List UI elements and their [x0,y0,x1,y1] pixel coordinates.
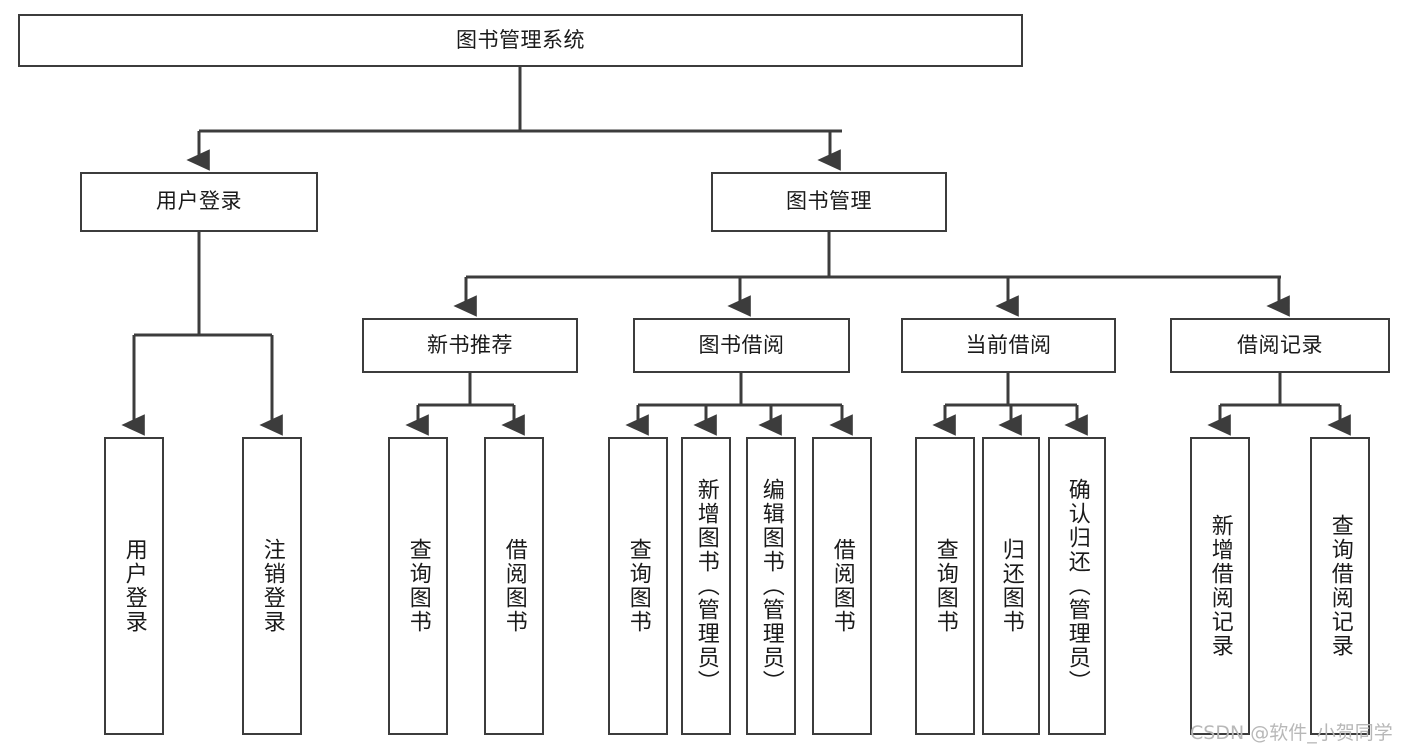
leaf-user-logout-label: 注销登录 [259,538,285,634]
leaf-query-book-rec-label: 查询图书 [405,538,431,634]
leaf-return-book-label: 归还图书 [998,538,1024,634]
leaf-edit-book[interactable]: 编辑图书（管理员） [746,437,796,735]
node-book-management[interactable]: 图书管理 [711,172,947,232]
leaf-user-login[interactable]: 用户登录 [104,437,164,735]
node-current-borrow[interactable]: 当前借阅 [901,318,1116,373]
leaf-confirm-return-label: 确认归还（管理员） [1064,478,1090,694]
node-borrow-record-label: 借阅记录 [1237,332,1323,357]
node-current-borrow-label: 当前借阅 [965,332,1052,357]
leaf-user-login-label: 用户登录 [121,538,147,634]
leaf-add-borrow-record-label: 新增借阅记录 [1207,514,1233,658]
leaf-borrow-book-label: 借阅图书 [829,538,855,634]
leaf-query-book-borrow[interactable]: 查询图书 [608,437,668,735]
leaf-add-book-label: 新增图书（管理员） [693,478,719,694]
leaf-user-logout[interactable]: 注销登录 [242,437,302,735]
node-root-label: 图书管理系统 [456,27,585,52]
leaf-query-book-rec[interactable]: 查询图书 [388,437,448,735]
node-new-book-recommend[interactable]: 新书推荐 [362,318,578,373]
leaf-query-borrow-record-label: 查询借阅记录 [1327,514,1353,658]
leaf-return-book[interactable]: 归还图书 [982,437,1040,735]
node-book-borrow-label: 图书借阅 [698,332,785,357]
leaf-query-borrow-record[interactable]: 查询借阅记录 [1310,437,1370,735]
leaf-query-book-current-label: 查询图书 [932,538,958,634]
leaf-borrow-book[interactable]: 借阅图书 [812,437,872,735]
leaf-edit-book-label: 编辑图书（管理员） [758,478,784,694]
leaf-add-borrow-record[interactable]: 新增借阅记录 [1190,437,1250,735]
node-root[interactable]: 图书管理系统 [18,14,1023,67]
node-user-login-label: 用户登录 [156,189,242,214]
node-book-borrow[interactable]: 图书借阅 [633,318,850,373]
node-book-management-label: 图书管理 [786,189,872,214]
leaf-query-book-borrow-label: 查询图书 [625,538,651,634]
node-user-login[interactable]: 用户登录 [80,172,318,232]
leaf-query-book-current[interactable]: 查询图书 [915,437,975,735]
node-new-book-recommend-label: 新书推荐 [427,332,513,357]
leaf-confirm-return[interactable]: 确认归还（管理员） [1048,437,1106,735]
csdn-watermark: CSDN @软件_小贺同学 [1190,722,1393,744]
leaf-borrow-book-rec-label: 借阅图书 [501,538,527,634]
leaf-borrow-book-rec[interactable]: 借阅图书 [484,437,544,735]
node-borrow-record[interactable]: 借阅记录 [1170,318,1390,373]
leaf-add-book[interactable]: 新增图书（管理员） [681,437,731,735]
